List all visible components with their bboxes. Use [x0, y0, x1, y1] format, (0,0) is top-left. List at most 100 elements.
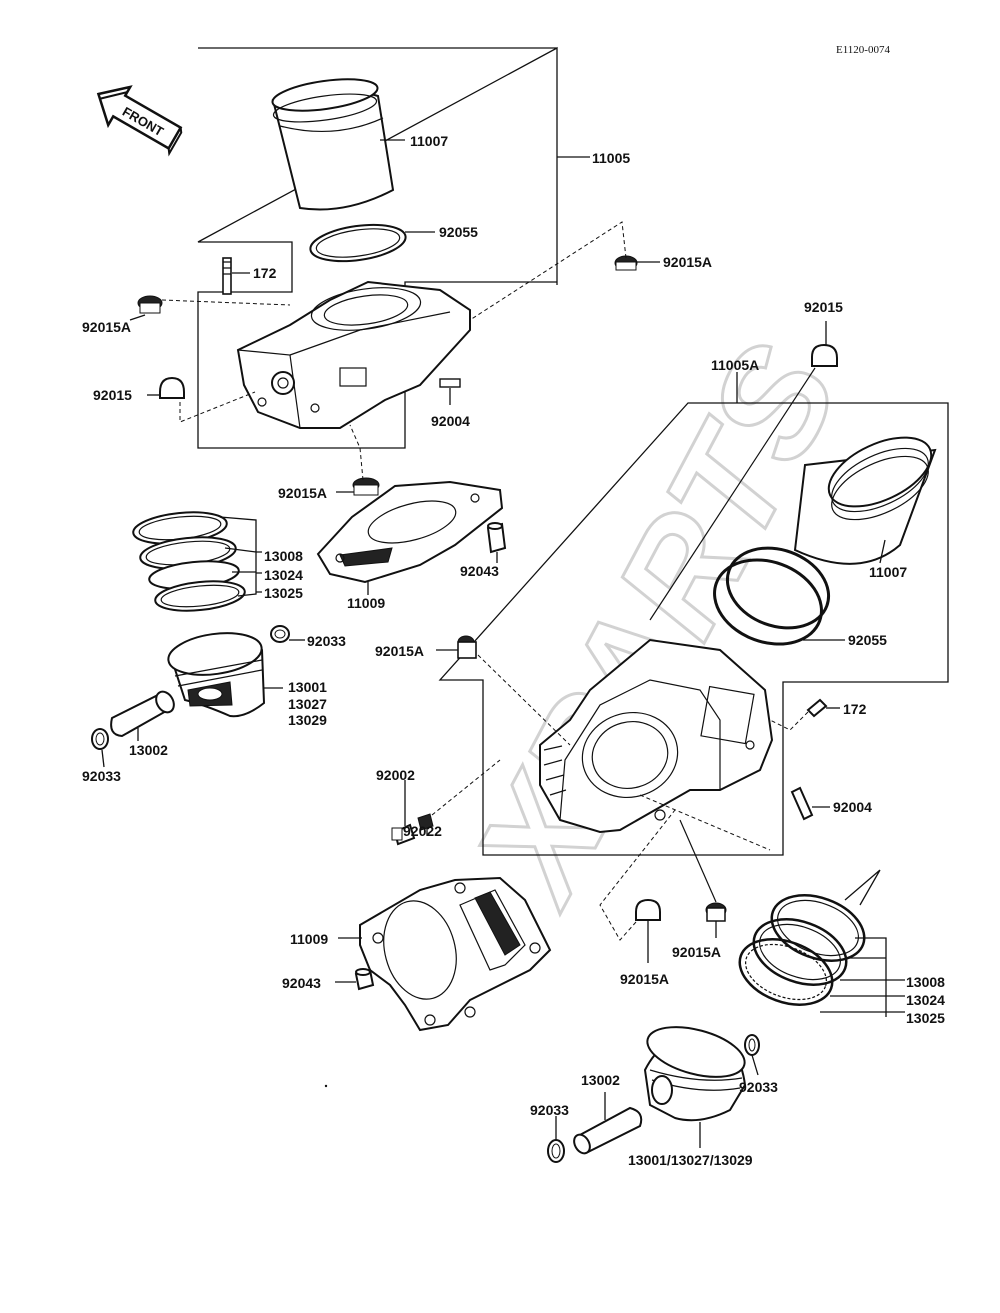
cap-92015a-center [457, 635, 477, 659]
label-13008-right: 13008 [906, 974, 945, 990]
label-13024-left: 13024 [264, 567, 303, 583]
label-92033-bottom-right: 92033 [739, 1079, 778, 1095]
dash-92015a-bottom-a [599, 809, 676, 941]
head-gasket-top [316, 480, 504, 584]
circlip-bottom-right [744, 1034, 760, 1056]
label-92055-right: 92055 [848, 632, 887, 648]
label-172-top: 172 [253, 265, 277, 281]
bolt-92002 [391, 823, 416, 846]
dash-92015a-center [477, 654, 571, 746]
label-92004-top: 92004 [431, 413, 470, 429]
label-13029-left: 13029 [288, 712, 327, 728]
cap-92015a-left [137, 295, 163, 314]
piston-pin-bottom [573, 1106, 643, 1155]
piston-left [167, 632, 266, 718]
leader-rings-right-arrows [844, 869, 881, 906]
label-92004-right: 92004 [833, 799, 872, 815]
piston-pin-left [110, 690, 175, 738]
bracket-rings-left [219, 516, 262, 597]
label-92015a-bottom-b: 92015A [672, 944, 721, 960]
dash-92015-left [179, 391, 256, 423]
label-13025-right: 13025 [906, 1010, 945, 1026]
dowel-92004-right [790, 786, 814, 821]
label-13008-left: 13008 [264, 548, 303, 564]
bracket-rings-right [820, 937, 905, 1017]
label-92043-bottom: 92043 [282, 975, 321, 991]
dash-92002 [431, 759, 501, 816]
dowel-92004-top [439, 378, 461, 388]
o-rings-right [713, 546, 831, 646]
dash-172-right [759, 711, 809, 731]
dash-block-right [639, 794, 771, 851]
label-92022: 92022 [403, 823, 442, 839]
piston-rings-left [132, 511, 246, 612]
assembly-outline-11005a [438, 402, 949, 856]
label-13024-right: 13024 [906, 992, 945, 1008]
dash-92015a-bottom-b [679, 819, 717, 903]
cap-92015a-mid [352, 477, 380, 496]
dash-92015a-mid [349, 424, 364, 481]
label-11005: 11005 [592, 150, 630, 166]
cylinder-sleeve-right [793, 436, 937, 565]
front-arrow-icon: FRONT [96, 85, 183, 157]
diagram-code: E1120-0074 [836, 44, 890, 56]
head-gasket-bottom [359, 876, 552, 1032]
leader-92033-left-lower [101, 749, 105, 768]
circlip-left-upper [270, 625, 290, 643]
dash-92015a-top-right [469, 221, 627, 321]
cylinder-block-right [539, 638, 774, 834]
piston-rings-right [738, 894, 866, 1006]
washer-92022 [417, 813, 434, 831]
dowel-92043-top [486, 522, 507, 554]
label-11007-top: 11007 [410, 133, 448, 149]
label-13002-bottom: 13002 [581, 1072, 620, 1088]
label-92033-bottom-left: 92033 [530, 1102, 569, 1118]
part-labels: 11007 11005 92055 92015A 172 92015A 9201… [82, 133, 945, 1168]
leader-92033-bottom-right [751, 1054, 759, 1076]
label-13025-left: 13025 [264, 585, 303, 601]
circlip-bottom-left [547, 1139, 565, 1163]
cap-92015a-top-right [614, 255, 638, 271]
label-13001-combined: 13001/13027/13029 [628, 1152, 753, 1168]
label-92015a-mid: 92015A [278, 485, 327, 501]
leader-92015a-left [129, 314, 146, 321]
label-92015a-top-right: 92015A [663, 254, 712, 270]
label-92015a-bottom-a: 92015A [620, 971, 669, 987]
label-92055-top: 92055 [439, 224, 478, 240]
label-11007-right: 11007 [869, 564, 907, 580]
cylinder-block-upper [236, 280, 471, 429]
leader-11007-right [879, 539, 886, 564]
label-92033-left-lower: 92033 [82, 768, 121, 784]
label-92015a-left: 92015A [82, 319, 131, 335]
label-11009-top: 11009 [347, 595, 385, 611]
label-172-right: 172 [843, 701, 867, 717]
label-92015-right: 92015 [804, 299, 843, 315]
dash-92015a-left [161, 299, 291, 306]
label-11005a: 11005A [711, 357, 759, 373]
label-92015-left: 92015 [93, 387, 132, 403]
stray-dot [324, 1084, 328, 1088]
cylinder-sleeve-top [271, 78, 395, 211]
label-13002-left: 13002 [129, 742, 168, 758]
label-92002: 92002 [376, 767, 415, 783]
o-ring-top [309, 223, 407, 263]
assembly-outline-11005 [197, 46, 558, 449]
circlip-left-lower [91, 728, 109, 750]
cap-92015a-bottom-b [705, 902, 727, 922]
plug-92015-left [159, 376, 185, 399]
piston-right [643, 1026, 747, 1122]
stud-172-top [222, 257, 232, 295]
plug-92015a-bottom-a [635, 898, 661, 921]
label-92043-top: 92043 [460, 563, 499, 579]
label-92033-left-upper: 92033 [307, 633, 346, 649]
label-11009-bottom: 11009 [290, 931, 328, 947]
label-92015a-center: 92015A [375, 643, 424, 659]
dash-92015-right [649, 367, 816, 621]
stud-172-right [806, 698, 828, 718]
dowel-92043-bottom [354, 968, 375, 991]
label-13001-left: 13001 [288, 679, 327, 695]
plug-92015-right [811, 343, 838, 367]
label-13027-left: 13027 [288, 696, 327, 712]
